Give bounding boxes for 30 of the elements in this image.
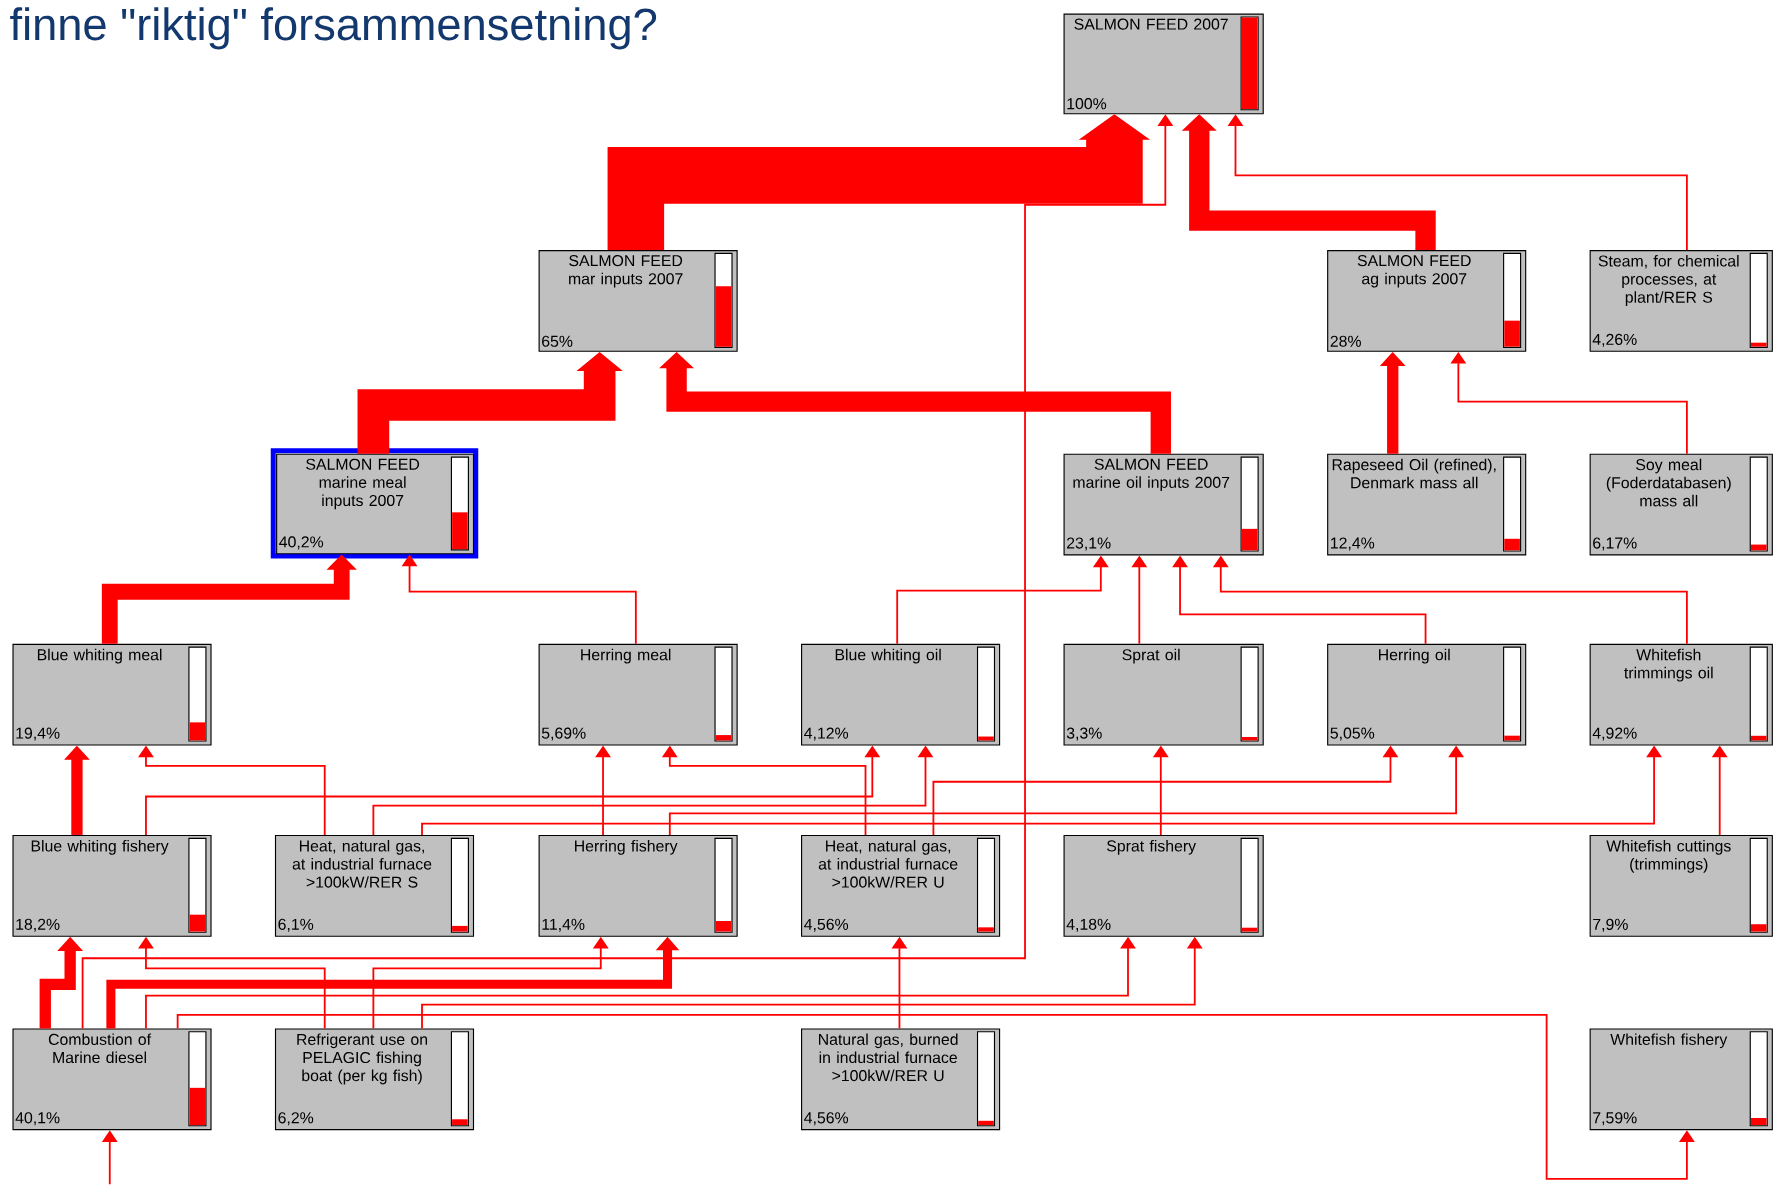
process-box: Blue whiting fishery 18,2%: [12, 835, 212, 937]
process-box: Blue whiting meal 19,4%: [12, 644, 212, 746]
process-box: Whitefish trimmings oil 4,92%: [1589, 644, 1773, 746]
process-box: Refrigerant use on PELAGIC fishing boat (per kg fish) 6,2%: [274, 1028, 475, 1131]
process-box: Herring fishery 11,4%: [538, 835, 738, 937]
process-box: Whitefish cuttings (trimmings) 7,9%: [1589, 835, 1773, 937]
flow-arrow: [1450, 352, 1688, 455]
flow-arrow: [138, 937, 326, 1030]
flow-arrow: [176, 1014, 1695, 1181]
process-box: SALMON FEED marine meal inputs 2007 40,2%: [270, 448, 479, 559]
process-box: Heat, natural gas, at industrial furnace >100kW/RER S 6,1%: [274, 835, 475, 937]
process-box: Sprat oil 3,3%: [1063, 644, 1264, 746]
flow-arrow: [659, 352, 1171, 454]
process-box: SALMON FEED marine oil inputs 2007 23,1%: [1063, 453, 1264, 556]
process-box: Herring oil 5,05%: [1327, 644, 1527, 746]
process-box: SALMON FEED 2007 100%: [1063, 13, 1264, 115]
flow-arrow: [145, 937, 1136, 1030]
process-box: SALMON FEED mar inputs 2007 65%: [538, 250, 738, 353]
process-box: Rapeseed Oil (refined), Denmark mass all 12,4%: [1327, 453, 1527, 556]
process-box: Steam, for chemical processes, at plant/RER S 4,26%: [1589, 250, 1773, 353]
process-box: Natural gas, burned in industrial furnace >100kW/RER U 4,56%: [801, 1028, 1001, 1131]
process-box: Sprat fishery 4,18%: [1063, 835, 1264, 937]
process-box: Soy meal (Foderdatabasen) mass all 6,17%: [1589, 453, 1773, 556]
process-box: Blue whiting oil 4,12%: [801, 644, 1001, 746]
process-box: Heat, natural gas, at industrial furnace >100kW/RER U 4,56%: [801, 835, 1001, 937]
process-box: SALMON FEED ag inputs 2007 28%: [1327, 250, 1527, 353]
process-box: Herring meal 5,69%: [538, 644, 738, 746]
process-box: Whitefish fishery 7,59%: [1589, 1028, 1773, 1131]
process-box: Combustion of Marine diesel 40,1%: [12, 1028, 212, 1131]
title: finne "riktig" forsammensetning?: [10, 7, 657, 50]
